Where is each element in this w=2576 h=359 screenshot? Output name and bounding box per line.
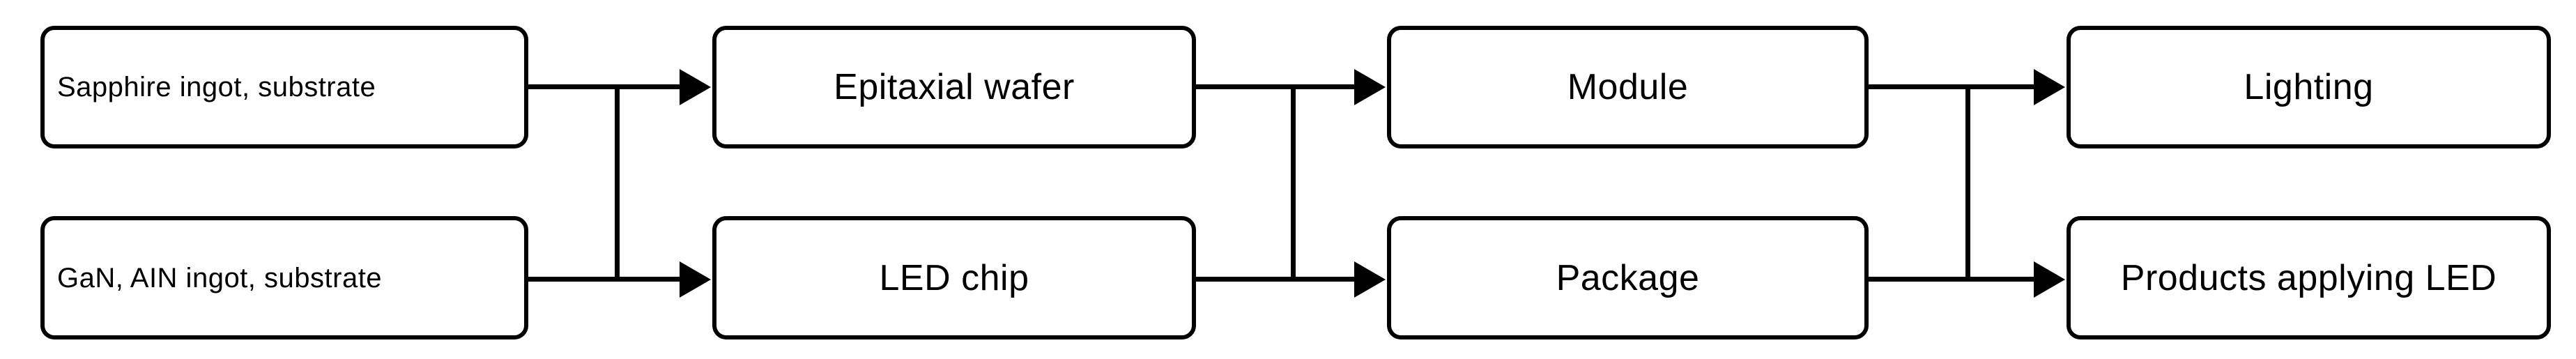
arrow-head-icon (2034, 261, 2065, 298)
edge-branch-epitaxial-wafer-to-package (1291, 84, 1296, 282)
edge-package-to-products-applying-led (1869, 277, 2037, 282)
node-label: Sapphire ingot, substrate (57, 72, 376, 102)
node-label: Products applying LED (2120, 257, 2497, 298)
arrow-head-icon (680, 69, 711, 105)
node-label: Epitaxial wafer (834, 67, 1075, 107)
node-label: LED chip (879, 257, 1029, 298)
node-sapphire-ingot-substrate[interactable]: Sapphire ingot, substrate (40, 26, 528, 148)
arrow-head-icon (1354, 261, 1386, 298)
edge-led-chip-to-package (1196, 277, 1358, 282)
node-epitaxial-wafer[interactable]: Epitaxial wafer (712, 26, 1196, 148)
node-lighting[interactable]: Lighting (2067, 26, 2551, 148)
node-label: Package (1556, 257, 1700, 298)
arrow-head-icon (680, 261, 711, 298)
edge-branch-sapphire-to-led-chip (615, 84, 620, 282)
node-module[interactable]: Module (1387, 26, 1869, 148)
node-label: Module (1567, 67, 1689, 107)
edge-branch-module-to-products-applying-led (1965, 84, 1970, 282)
edge-sapphire-to-epitaxial-wafer (528, 84, 683, 89)
node-led-chip[interactable]: LED chip (712, 216, 1196, 339)
edge-gan-to-led-chip (528, 277, 683, 282)
node-gan-aln-ingot-substrate[interactable]: GaN, AIN ingot, substrate (40, 216, 528, 339)
arrow-head-icon (2034, 69, 2065, 105)
node-products-applying-led[interactable]: Products applying LED (2067, 216, 2551, 339)
edge-epitaxial-wafer-to-module (1196, 84, 1358, 89)
arrow-head-icon (1354, 69, 1386, 105)
node-label: Lighting (2244, 67, 2374, 107)
node-label: GaN, AIN ingot, substrate (57, 262, 383, 293)
node-package[interactable]: Package (1387, 216, 1869, 339)
edge-module-to-lighting (1869, 84, 2037, 89)
